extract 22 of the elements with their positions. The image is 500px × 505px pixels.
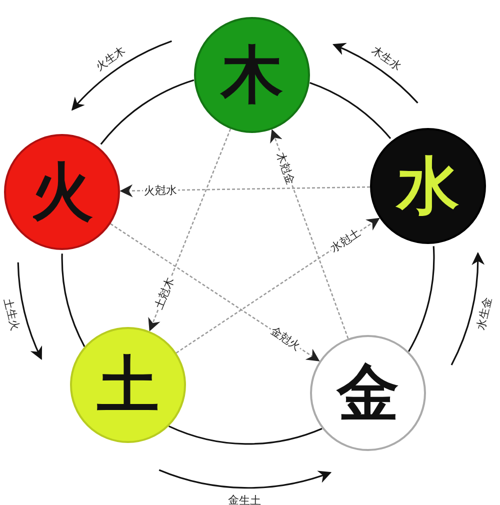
dashed-arrow bbox=[176, 218, 380, 354]
curved-arrow bbox=[158, 469, 332, 489]
element-circle: 金 bbox=[310, 335, 426, 451]
element-circle: 木 bbox=[194, 17, 310, 133]
dashed-arrow bbox=[110, 223, 320, 362]
curved-arrow bbox=[17, 262, 43, 360]
element-circle: 土 bbox=[70, 327, 186, 443]
circle-arc bbox=[100, 79, 194, 145]
circle-arc bbox=[310, 82, 392, 140]
dashed-arrow bbox=[120, 184, 370, 198]
circle-arc bbox=[61, 254, 86, 347]
curved-arrow bbox=[450, 252, 484, 366]
element-circle: 水 bbox=[370, 128, 486, 244]
curved-arrow bbox=[332, 44, 418, 104]
circle-arc bbox=[168, 425, 322, 445]
edge-label: 金生土 bbox=[226, 494, 262, 505]
edge-label: 水生金 bbox=[474, 295, 495, 332]
edge-label: 土生火 bbox=[1, 296, 22, 334]
edge-label: 火尅水 bbox=[143, 184, 179, 198]
element-circle: 火 bbox=[4, 134, 120, 250]
curved-arrow bbox=[71, 40, 172, 111]
circle-arc bbox=[408, 246, 434, 352]
